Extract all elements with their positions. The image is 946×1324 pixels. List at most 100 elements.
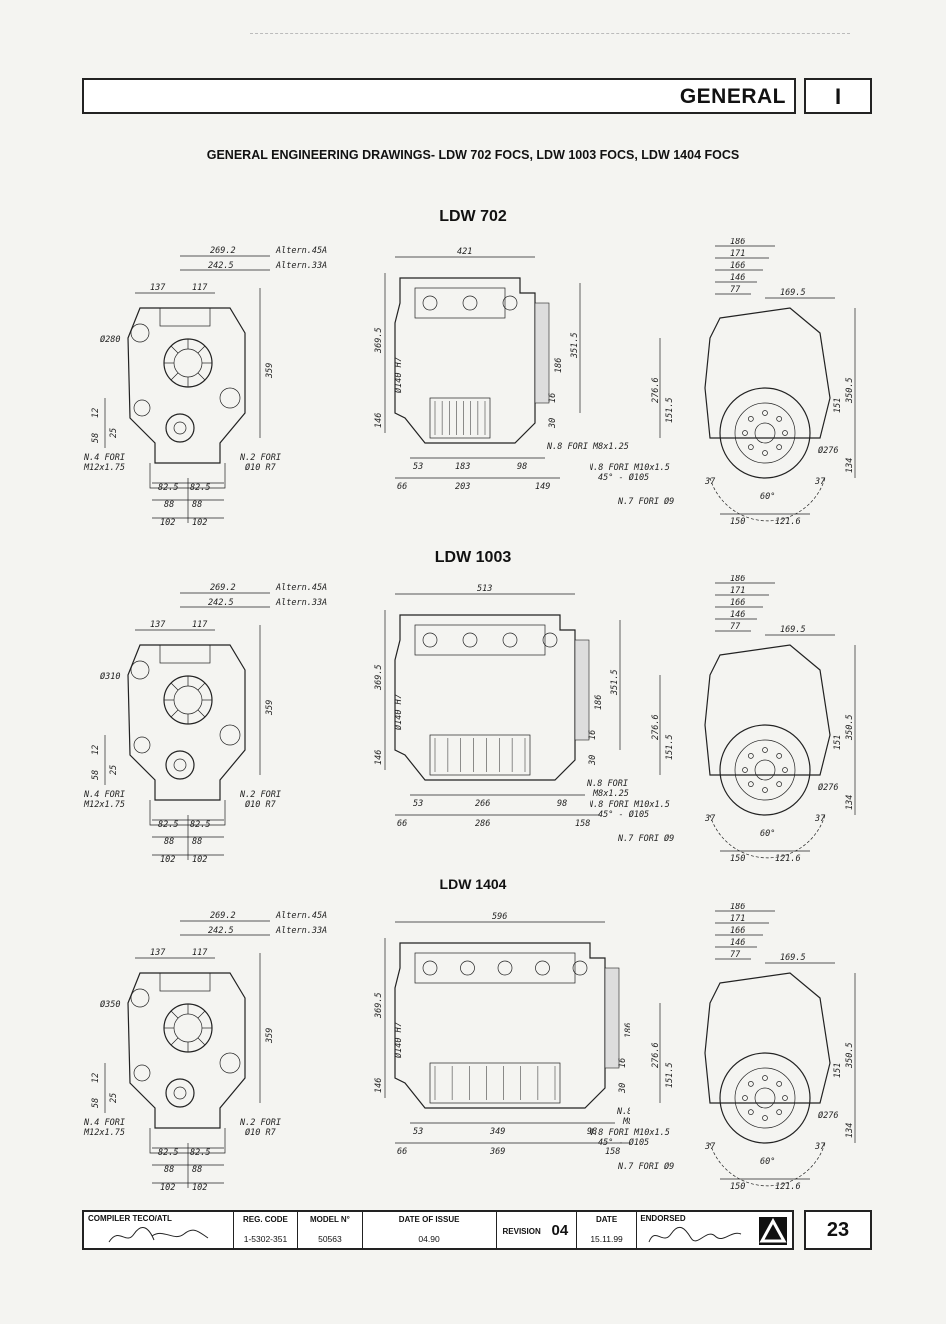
- rear-dim-134: 134: [845, 458, 855, 473]
- footer-compiler-cell: COMPILER TECO/ATL: [84, 1212, 234, 1248]
- rear-dim-60-deg: 60°: [760, 492, 775, 502]
- rear-dim-150: 150: [730, 517, 745, 527]
- side-dim-mid: 266: [475, 799, 490, 809]
- side-dim-16: 16: [588, 730, 598, 740]
- side-dim-total: 286: [475, 819, 490, 829]
- rear-dim-134: 134: [845, 1123, 855, 1138]
- side-dim-total: 203: [455, 482, 470, 492]
- front-note-n2-fori: N.2 FORI: [239, 790, 281, 800]
- front-altern-33a-label: Altern.33A: [275, 261, 327, 271]
- reg-code-label: REG. CODE: [243, 1215, 288, 1224]
- side-dim-rear: 158: [575, 819, 590, 829]
- front-dim-102-right: 102: [192, 1183, 207, 1193]
- front-dim-12: 12: [91, 408, 101, 418]
- rear-dim-151: 151: [833, 1063, 843, 1078]
- rear-dim-276-6: 276.6: [651, 1042, 661, 1068]
- rear-dim-77: 77: [730, 622, 741, 632]
- model-value: 50563: [318, 1234, 342, 1244]
- rear-dim-121-6: 121.6: [775, 854, 801, 864]
- front-dim-88-right: 88: [192, 1165, 202, 1175]
- rear-dim-171: 171: [730, 586, 745, 596]
- rear-note-45-dia105: 45° - Ø105: [598, 472, 649, 483]
- front-note-n4-fori: N.4 FORI: [83, 790, 125, 800]
- rear-dim-350-5: 350.5: [845, 377, 855, 404]
- model-heading-ldw1404: LDW 1404: [439, 876, 507, 892]
- rear-note-n8-fori: N.8 FORI M10x1.5: [590, 1128, 670, 1138]
- front-dim-117: 117: [192, 620, 208, 630]
- model-heading-ldw702: LDW 702: [439, 208, 507, 225]
- side-note-m8: M8x1.25: [622, 1117, 630, 1127]
- front-dim-flywheel-dia: Ø350: [100, 999, 120, 1010]
- rear-dim-37-left: 37: [704, 814, 716, 824]
- page-number-box: 23: [804, 1210, 872, 1250]
- side-dim-186: 186: [554, 358, 564, 373]
- front-dim-12: 12: [91, 745, 101, 755]
- front-dim-82-5-left: 82.5: [158, 1148, 178, 1158]
- section-tab-label: I: [834, 84, 842, 109]
- rear-dim-350-5: 350.5: [845, 714, 855, 741]
- rear-note-n8-fori: N.8 FORI M10x1.5: [590, 800, 670, 810]
- front-dim-102-right: 102: [192, 518, 207, 528]
- rear-dim-150: 150: [730, 854, 745, 864]
- rear-dim-186: 186: [730, 238, 745, 247]
- rear-dim-186: 186: [730, 575, 745, 584]
- rear-dim-169-5: 169.5: [780, 953, 806, 963]
- rear-dim-150: 150: [730, 1182, 745, 1192]
- rear-note-n7-fori: N.7 FORI Ø9: [617, 1161, 674, 1172]
- date-value: 15.11.99: [590, 1234, 623, 1244]
- side-dim-369-5: 369.5: [374, 664, 384, 691]
- front-note-dia10-r7: Ø10 R7: [245, 799, 277, 810]
- front-note-dia10-r7: Ø10 R7: [245, 462, 277, 473]
- front-dim-137: 137: [150, 620, 166, 630]
- front-note-m12: M12x1.75: [83, 800, 125, 810]
- side-dim-98: 98: [587, 1127, 597, 1137]
- front-dim-359: 359: [265, 1028, 275, 1044]
- side-dim-bore: Ø140 H7: [393, 1021, 404, 1058]
- front-dim-88-left: 88: [164, 500, 174, 510]
- rear-dim-77: 77: [730, 950, 741, 960]
- front-note-n4-fori: N.4 FORI: [83, 453, 125, 463]
- front-altern-45a-label: Altern.45A: [275, 583, 327, 593]
- side-dim-length: 421: [457, 247, 472, 257]
- front-dim-102-left: 102: [160, 1183, 175, 1193]
- side-dim-mid: 349: [489, 1127, 505, 1137]
- rear-dim-166: 166: [730, 261, 745, 271]
- rear-dim-134: 134: [845, 795, 855, 810]
- revision-value: 04: [551, 1222, 569, 1239]
- rear-note-n8-fori: N.8 FORI M10x1.5: [590, 463, 670, 473]
- footer-endorsed-cell: ENDORSED: [637, 1212, 792, 1248]
- front-note-dia10-r7: Ø10 R7: [245, 1127, 277, 1138]
- rear-dim-60-deg: 60°: [760, 829, 775, 839]
- front-dim-58: 58: [91, 770, 101, 780]
- side-dim-length: 513: [477, 584, 492, 594]
- front-dim-82-5-right: 82.5: [190, 820, 210, 830]
- side-dim-146: 146: [374, 1078, 384, 1093]
- side-note-n8-fori: N.8 FORI M8x1.25: [546, 442, 629, 452]
- rear-dim-37-left: 37: [704, 477, 716, 487]
- rear-dim-169-5: 169.5: [780, 288, 806, 298]
- rear-dim-166: 166: [730, 926, 745, 936]
- side-dim-66: 66: [397, 1147, 407, 1157]
- compiler-signature: [108, 1226, 209, 1243]
- front-dim-102-left: 102: [160, 855, 175, 865]
- section-title: GENERAL: [679, 85, 786, 108]
- rear-dim-37-left: 37: [704, 1142, 716, 1152]
- rear-note-45-dia105: 45° - Ø105: [598, 809, 649, 820]
- front-dim-117: 117: [192, 948, 208, 958]
- front-dim-82-5-left: 82.5: [158, 483, 178, 493]
- rear-dim-276-6: 276.6: [651, 714, 661, 740]
- side-dim-66: 66: [397, 482, 407, 492]
- front-dim-82-5-left: 82.5: [158, 820, 178, 830]
- footer-title-block: COMPILER TECO/ATL REG. CODE 1-5302-351 M…: [82, 1210, 794, 1250]
- front-dim-88-right: 88: [192, 500, 202, 510]
- rear-note-45-dia105: 45° - Ø105: [598, 1137, 649, 1148]
- side-dim-30: 30: [548, 418, 558, 429]
- rear-dim-flywheel-dia: Ø276: [818, 782, 838, 793]
- rear-dim-350-5: 350.5: [845, 1042, 855, 1069]
- side-dim-66: 66: [397, 819, 407, 829]
- section-tab: I: [804, 78, 872, 114]
